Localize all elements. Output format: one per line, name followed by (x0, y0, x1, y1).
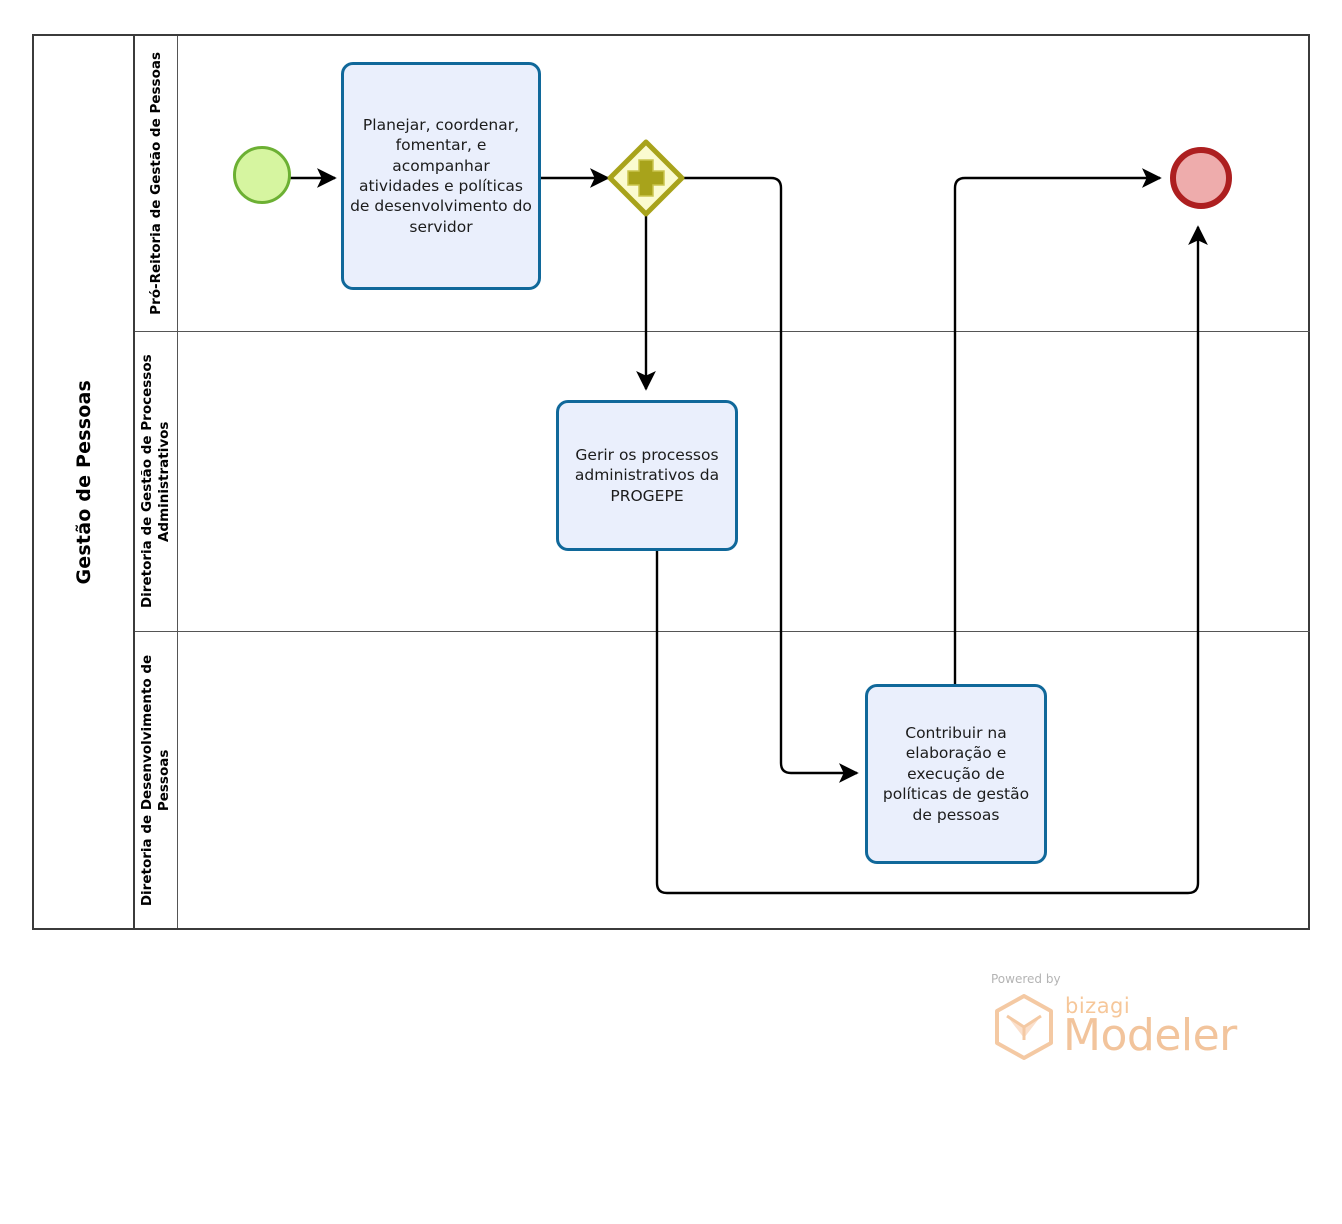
parallel-gateway-icon (607, 139, 685, 217)
parallel-gateway[interactable] (606, 138, 686, 218)
bizagi-branding: Powered by bizagi Modeler (975, 972, 1255, 1062)
lane-label-diretoria-desenvolvimento: Diretoria de Desenvolvimento de Pessoas (139, 654, 172, 906)
lane-diretoria-de-desenvolvimento-de-pessoas[interactable]: Diretoria de Desenvolvimento de Pessoas (135, 632, 1310, 928)
lane-pro-reitoria-de-gestao-de-pessoas[interactable]: Pró-Reitoria de Gestão de Pessoas (135, 36, 1310, 332)
task-contribuir-elaboracao-politicas[interactable]: Contribuir na elaboração e execução de p… (865, 684, 1047, 864)
task-gerir-label: Gerir os processos administrativos da PR… (574, 445, 720, 505)
pool-title: Gestão de Pessoas (72, 379, 95, 585)
bizagi-wordmark: bizagi (1065, 994, 1131, 1018)
start-event[interactable] (233, 146, 291, 204)
lane-header-diretoria-processos: Diretoria de Gestão de Processos Adminis… (135, 332, 178, 631)
lane-label-diretoria-processos: Diretoria de Gestão de Processos Adminis… (139, 354, 172, 609)
task-contribuir-label: Contribuir na elaboração e execução de p… (882, 723, 1030, 824)
end-event[interactable] (1170, 147, 1232, 209)
powered-by-label: Powered by (991, 972, 1061, 986)
pool-header: Gestão de Pessoas (34, 36, 135, 928)
lane-header-diretoria-desenvolvimento: Diretoria de Desenvolvimento de Pessoas (135, 632, 178, 928)
task-gerir-processos-administrativos[interactable]: Gerir os processos administrativos da PR… (556, 400, 738, 551)
modeler-wordmark: Modeler (1063, 1010, 1237, 1061)
task-planejar-coordenar-fomentar[interactable]: Planejar, coordenar, fomentar, e acompan… (341, 62, 541, 290)
bizagi-hexagon-logo-icon (995, 994, 1053, 1060)
task-planejar-label: Planejar, coordenar, fomentar, e acompan… (350, 115, 532, 236)
lane-header-pro-reitoria: Pró-Reitoria de Gestão de Pessoas (135, 36, 178, 331)
lane-label-pro-reitoria: Pró-Reitoria de Gestão de Pessoas (147, 52, 164, 315)
